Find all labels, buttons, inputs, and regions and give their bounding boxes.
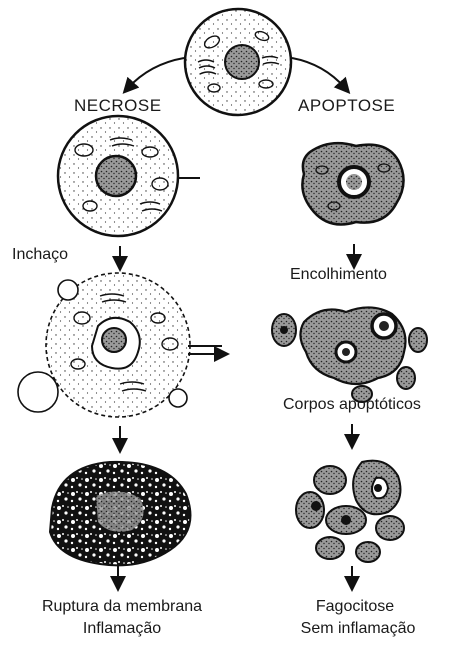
apoptosis-outcome-line2: Sem inflamação (301, 620, 416, 638)
arrow-to-apoptosis (292, 58, 345, 88)
swelling-label: Inchaço (12, 246, 68, 264)
necrosis-outcome-line1: Ruptura da membrana (42, 598, 202, 616)
apoptosis-title: APOPTOSE (298, 96, 395, 116)
necrosis-swollen-cell (18, 273, 222, 417)
apoptosis-shrunken-cell (302, 143, 403, 224)
necrosis-ruptured-cell (50, 462, 190, 565)
necrosis-outcome-line2: Inflamação (83, 620, 161, 638)
apoptotic-bodies-cluster (296, 461, 404, 562)
apoptotic-bodies-label: Corpos apoptóticos (283, 396, 421, 414)
necrosis-title: NECROSE (74, 96, 162, 116)
apoptosis-blebbing-cell (272, 307, 427, 402)
arrow-to-necrosis (128, 58, 184, 88)
apoptosis-outcome-line1: Fagocitose (316, 598, 394, 616)
normal-cell (185, 9, 291, 115)
shrinkage-label: Encolhimento (290, 266, 387, 284)
necrosis-early-cell (58, 116, 200, 236)
